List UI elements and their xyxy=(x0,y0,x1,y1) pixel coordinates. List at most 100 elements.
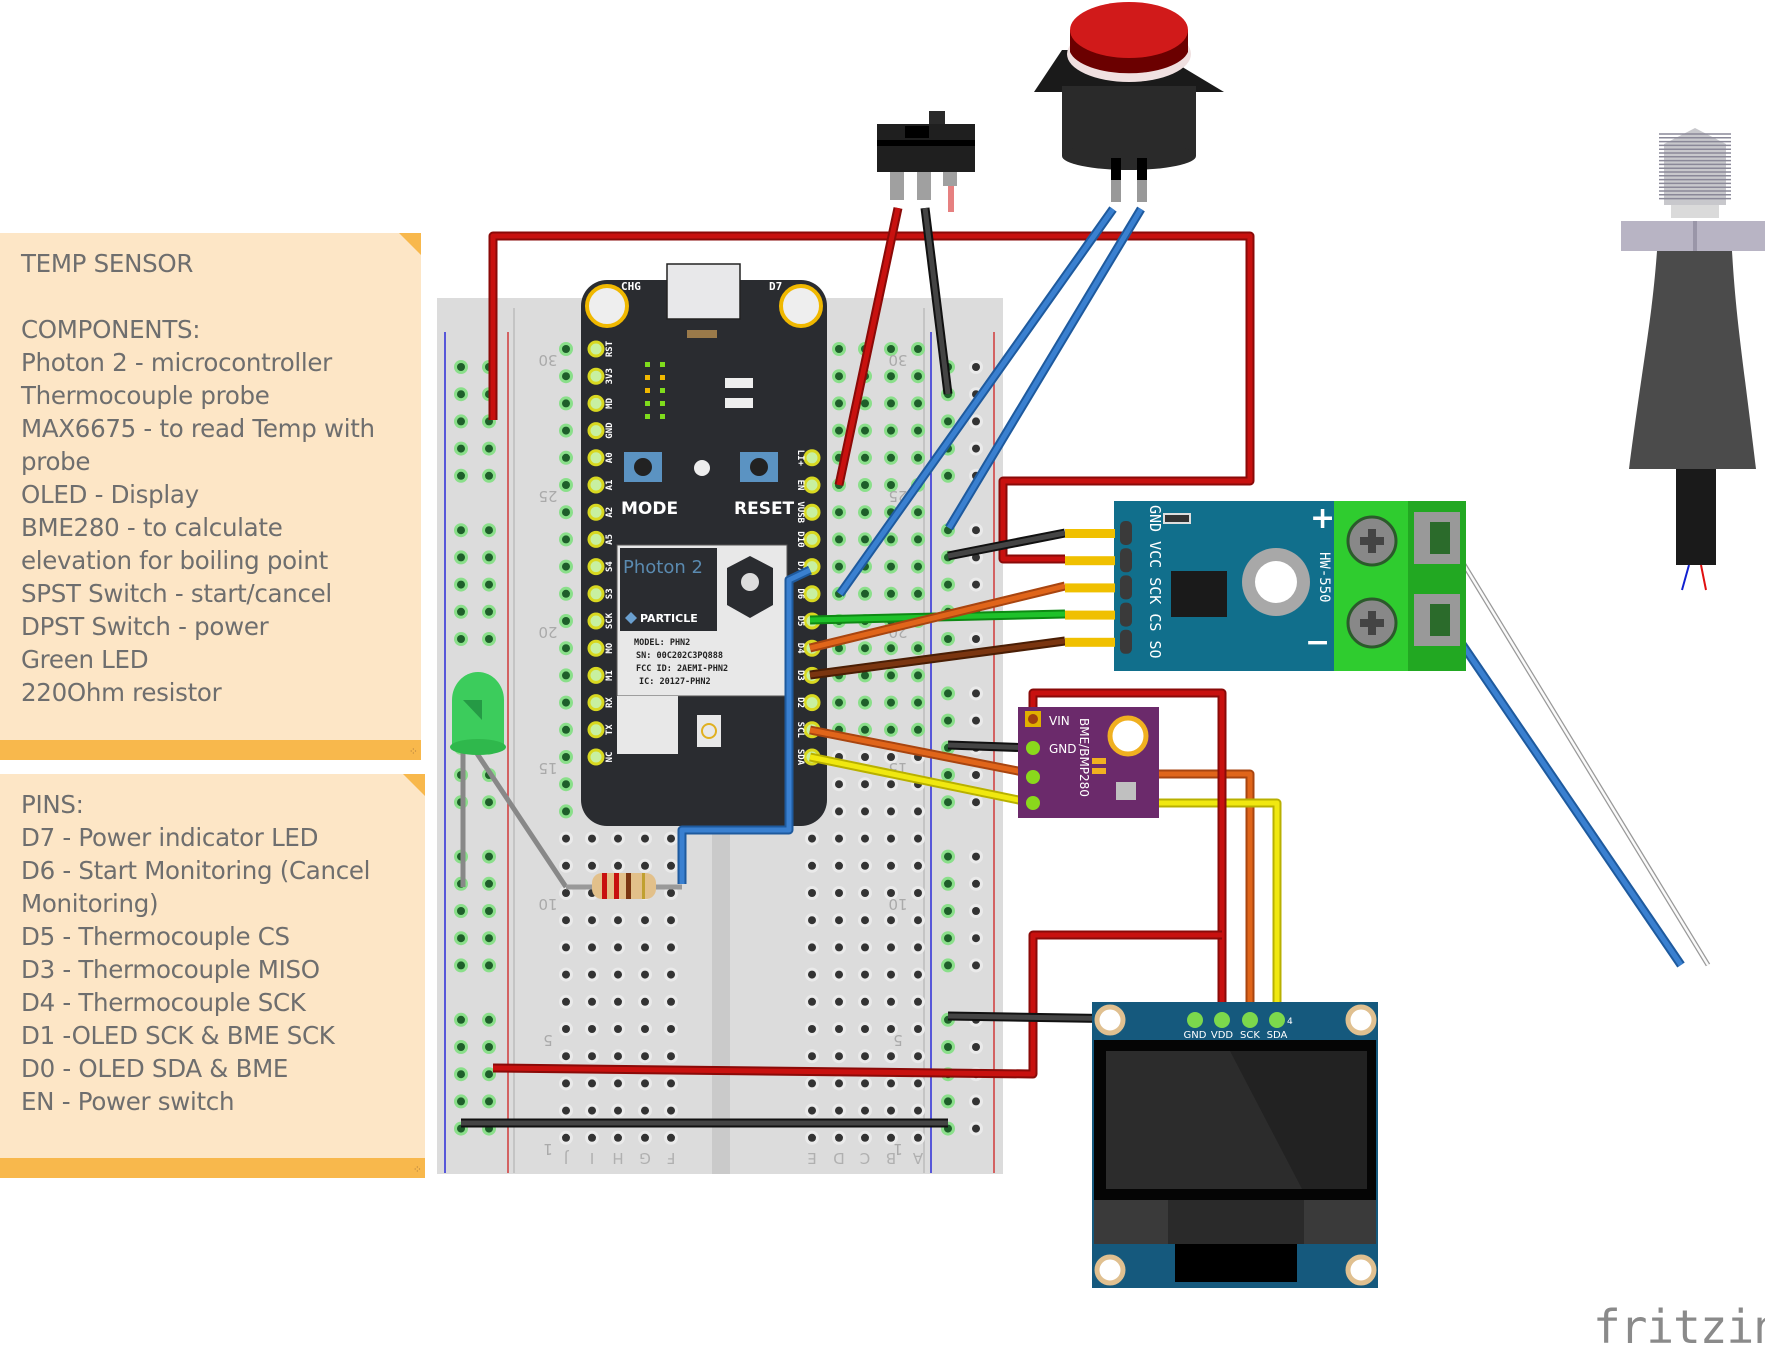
button-cap xyxy=(1070,2,1188,58)
photon2-pin[interactable] xyxy=(587,748,605,766)
note-line: SPST Switch - start/cancel xyxy=(21,579,332,608)
column-letter: H xyxy=(612,1149,623,1167)
note-line: PINS: xyxy=(21,790,84,819)
pushbutton[interactable] xyxy=(1034,2,1224,202)
probe-tip xyxy=(1664,128,1726,205)
note-line: D0 - OLED SDA & BME xyxy=(21,1054,289,1083)
photon2-pins: RST3V3MDGNDA0A1A2A5S4S3SCKMOMIRXTXNCLI+E… xyxy=(587,340,821,766)
column-letter: E xyxy=(807,1149,816,1167)
mount-hole xyxy=(779,284,823,328)
photon2-pin[interactable] xyxy=(803,530,821,548)
header-pin[interactable] xyxy=(1065,556,1115,566)
photon2-pin[interactable] xyxy=(803,694,821,712)
photon2-pin[interactable] xyxy=(587,503,605,521)
oled-pin-label: GND xyxy=(1184,1030,1207,1041)
pin-label: TX xyxy=(605,724,615,735)
photon2-pin[interactable] xyxy=(587,530,605,548)
photon2-pin[interactable] xyxy=(803,449,821,467)
row-number: 30 xyxy=(888,351,907,369)
resistor-220ohm[interactable] xyxy=(566,873,682,899)
photon2-pin[interactable] xyxy=(587,694,605,712)
pin-label: NC xyxy=(605,752,615,763)
row-number: 5 xyxy=(893,1031,903,1049)
wires xyxy=(461,206,1711,1128)
note-line: D1 -OLED SCK & BME SCK xyxy=(21,1021,335,1050)
pin-label: A2 xyxy=(605,507,615,518)
resize-grip-icon[interactable]: ⁘ xyxy=(412,1163,422,1176)
pin-label: RX xyxy=(605,697,615,708)
header-pin[interactable] xyxy=(1065,529,1115,538)
photon2-pin[interactable] xyxy=(587,612,605,630)
reset-button[interactable] xyxy=(740,452,778,482)
thermocouple-probe[interactable] xyxy=(1621,128,1765,591)
pin-label: D5 xyxy=(795,616,805,627)
bme280-module[interactable]: VIN GND BME/BMP280 xyxy=(1018,707,1159,818)
note-line: COMPONENTS: xyxy=(21,315,201,344)
usb-pins xyxy=(687,330,717,338)
photon2-name: Photon 2 xyxy=(623,557,703,578)
resistor-body xyxy=(592,873,656,899)
photon2-pin[interactable] xyxy=(587,422,605,440)
photon2-pin[interactable] xyxy=(587,449,605,467)
column-letter: D xyxy=(833,1149,845,1167)
pin-label: S4 xyxy=(605,561,615,572)
pin-label: RST xyxy=(605,340,615,357)
oled-pin[interactable] xyxy=(1214,1012,1230,1028)
photon2-board[interactable]: CHG D7 MODE RESET Photon 2 PARTICLE MOD xyxy=(581,263,827,826)
header-pin[interactable] xyxy=(1065,610,1115,620)
oled-pin[interactable] xyxy=(1242,1012,1258,1028)
photon2-pin[interactable] xyxy=(803,585,821,603)
max6675-pins: GND VCC SCK CS SO xyxy=(1065,505,1164,659)
header-pin[interactable] xyxy=(1065,583,1115,593)
resize-grip-icon[interactable]: ⁘ xyxy=(408,745,418,758)
green-led[interactable] xyxy=(450,672,569,889)
probe-cable xyxy=(1676,469,1716,565)
d7-label: D7 xyxy=(769,280,782,293)
header-pin[interactable] xyxy=(1065,637,1115,647)
wire-red-vcc-core xyxy=(490,233,1253,562)
photon2-pin[interactable] xyxy=(587,367,605,385)
vin-label: VIN xyxy=(1049,714,1070,728)
column-letter: J xyxy=(564,1149,569,1167)
particle-logo-icon xyxy=(625,612,637,624)
photon2-pin[interactable] xyxy=(587,585,605,603)
gnd-label: GND xyxy=(1049,742,1077,756)
mount-hole xyxy=(1107,715,1149,757)
photon2-pin[interactable] xyxy=(587,558,605,576)
photon2-pin[interactable] xyxy=(587,666,605,684)
column-letter: G xyxy=(639,1149,651,1167)
mode-button[interactable] xyxy=(624,452,662,482)
oled-pin[interactable] xyxy=(1187,1012,1203,1028)
photon2-pin[interactable] xyxy=(587,721,605,739)
pin-label: 3V3 xyxy=(605,368,615,384)
photon2-pin[interactable] xyxy=(587,476,605,494)
ic-text: IC: 20127-PHN2 xyxy=(639,677,711,687)
slide-switch[interactable] xyxy=(877,111,975,212)
minus-label: − xyxy=(1305,625,1330,660)
column-letter: I xyxy=(590,1149,594,1167)
antenna-connector xyxy=(697,715,721,747)
photon2-pin[interactable] xyxy=(803,476,821,494)
pin-count: 4 xyxy=(1287,1017,1293,1027)
oled-pin[interactable] xyxy=(1269,1012,1285,1028)
row-number: 5 xyxy=(543,1031,553,1049)
max6675-module[interactable]: + − HW-550 GND VCC SCK CS SO xyxy=(1065,501,1466,671)
pin-label: S3 xyxy=(605,588,615,599)
module-shield-tab xyxy=(617,696,678,754)
hw550-label: HW-550 xyxy=(1316,552,1332,603)
column-letter: C xyxy=(860,1149,870,1167)
note-footer-bar xyxy=(0,1158,425,1178)
oled-pin-label: VDD xyxy=(1211,1030,1234,1041)
photon2-pin[interactable] xyxy=(587,639,605,657)
pin-label: A0 xyxy=(605,452,615,463)
photon2-pin[interactable] xyxy=(803,503,821,521)
photon2-pin[interactable] xyxy=(587,394,605,412)
row-number: 15 xyxy=(538,759,557,777)
pin-label: MO xyxy=(605,642,615,653)
photon2-pin[interactable] xyxy=(587,340,605,358)
column-letter: A xyxy=(912,1149,923,1167)
